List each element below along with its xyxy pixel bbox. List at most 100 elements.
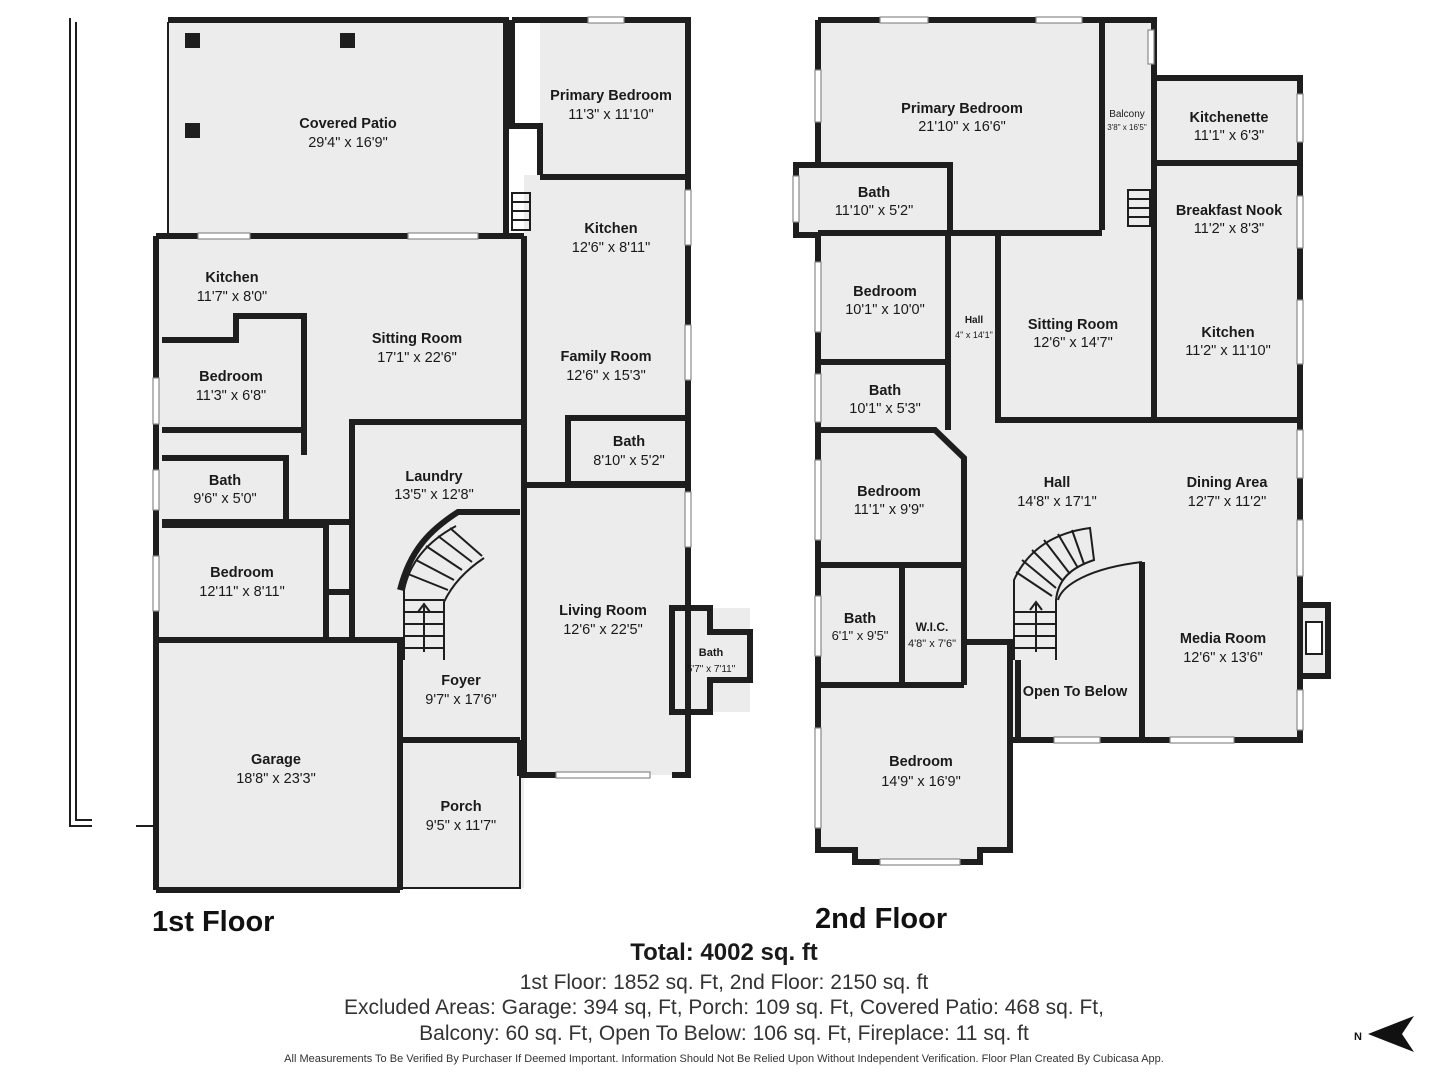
room-dim: 14'8" x 17'1" [1017,494,1097,510]
patio-north-wall [168,17,509,236]
patio-outline-west [69,18,92,827]
room-name: Bath [844,611,876,627]
total-area: Total: 4002 sq. ft [630,939,818,966]
room-dim: 11'1" x 9'9" [854,502,924,518]
room-name: Sitting Room [372,331,462,347]
west-block-area [156,236,524,888]
room-name: Garage [251,752,301,768]
windows [152,16,692,779]
garage-north-wall [156,637,403,740]
room-dim: 29'4" x 16'9" [308,135,388,151]
room-dim: 14'9" x 16'9" [881,774,961,790]
room-dim: 9'7" x 17'6" [425,692,496,708]
kitchen-south-wall [162,313,307,455]
room-dim: 18'8" x 23'3" [236,771,316,787]
room-dim: 3'8" x 16'5" [1107,123,1147,132]
primary-bedroom-area [540,22,688,175]
floor-plan-drawing: Covered Patio 29'4" x 16'9" Primary Bedr… [69,16,1331,893]
room-dim: 11'2" x 8'3" [1194,221,1264,237]
steps-icon [1127,189,1151,227]
bedroom-bay-area [818,740,1010,862]
room-name: Breakfast Nook [1176,203,1283,219]
room-dim: 5'7" x 7'11" [687,664,736,675]
post-icon [185,33,200,48]
room-name: Bedroom [857,484,921,500]
room-dim: 21'10" x 16'6" [918,119,1006,135]
room-dim: 11'3" x 11'10" [568,107,653,123]
room-name: Kitchen [205,270,258,286]
room-dim: 12'6" x 13'6" [1183,650,1263,666]
room-name: Primary Bedroom [550,88,672,104]
room-name: Dining Area [1187,475,1269,491]
room-name: Living Room [559,603,647,619]
exterior-north-east [818,17,1303,743]
room-name: Bath [858,185,890,201]
room-name: Kitchenette [1190,110,1269,126]
room-dim: 10'1" x 10'0" [845,302,925,318]
room-dim: 11'7" x 8'0" [197,289,267,305]
room-dim: 12'7" x 11'2" [1188,494,1266,510]
room-name: Bedroom [853,284,917,300]
east-block-area [524,175,688,775]
room-dim: 9'5" x 11'7" [426,818,496,834]
kitchenette-area [1154,78,1300,235]
covered-patio-area [168,22,506,236]
steps-icon [511,192,531,231]
primary-bedroom-west-wall [509,20,543,175]
room-dim: 9'6" x 5'0" [193,491,256,507]
room-dim: 6'1" x 9'5" [832,628,889,643]
room-dim: 4'8" x 7'6" [908,638,956,650]
room-dim: 11'10" x 5'2" [835,203,913,219]
room-name: Porch [440,799,481,815]
room-dim: 8'10" x 5'2" [593,453,664,469]
post-icon [185,123,200,138]
room-name: Bedroom [199,369,263,385]
room-dim: 11'3" x 6'8" [196,388,266,404]
porch-area [400,740,520,888]
room-name: Bath [869,383,901,399]
room-dim: 4" x 14'1" [955,330,993,340]
room-dim: 11'2" x 11'10" [1185,343,1270,359]
compass-letter: N [1354,1031,1362,1043]
room-dim: 10'1" x 5'3" [849,401,920,417]
room-name: Kitchen [584,221,637,237]
room-name: Family Room [560,349,651,365]
windows [792,16,1304,866]
room-name: Bedroom [889,754,953,770]
disclaimer: All Measurements To Be Verified By Purch… [284,1053,1164,1065]
sitting-walls [995,235,1300,423]
room-name: Hall [965,315,984,326]
excluded-areas: Excluded Areas: Garage: 394 sq, Ft, Porc… [344,996,1104,1019]
room-name: W.I.C. [916,620,949,634]
room-name: Sitting Room [1028,317,1118,333]
room-dim: 12'6" x 8'11" [572,240,650,256]
compass-icon: N [1354,1016,1414,1052]
room-name: Primary Bedroom [901,101,1023,117]
room-name: Bath [613,434,645,450]
room-dim: 17'1" x 22'6" [377,350,457,366]
stair-wall [397,509,520,591]
room-name: Covered Patio [299,116,397,132]
bath-north-wall [796,162,953,235]
fireplace-icon [1305,621,1323,655]
stairs-icon [1013,526,1143,660]
excluded-areas-cont: Balcony: 60 sq. Ft, Open To Below: 106 s… [419,1022,1029,1045]
first-floor-plan: Covered Patio 29'4" x 16'9" Primary Bedr… [69,16,753,893]
room-dim: 12'6" x 14'7" [1033,335,1113,351]
room-name: Balcony [1109,109,1145,120]
room-name: Open To Below [1023,684,1128,700]
room-name: Bedroom [210,565,274,581]
post-icon [340,33,355,48]
floor-areas: 1st Floor: 1852 sq. Ft, 2nd Floor: 2150 … [519,971,929,994]
room-name: Laundry [405,469,462,485]
room-name: Bath [209,473,241,489]
room-name: Hall [1044,475,1071,491]
open-below-walls [1015,660,1142,743]
room-name: Media Room [1180,631,1266,647]
room-name: Foyer [441,673,481,689]
stairs-icon [403,525,485,660]
bedroom-c-north [964,639,1013,740]
bay-bath-walls [669,605,753,715]
second-floor-plan: Primary Bedroom 21'10" x 16'6" Balcony 3… [792,16,1331,866]
second-floor-label: 2nd Floor [815,903,948,935]
